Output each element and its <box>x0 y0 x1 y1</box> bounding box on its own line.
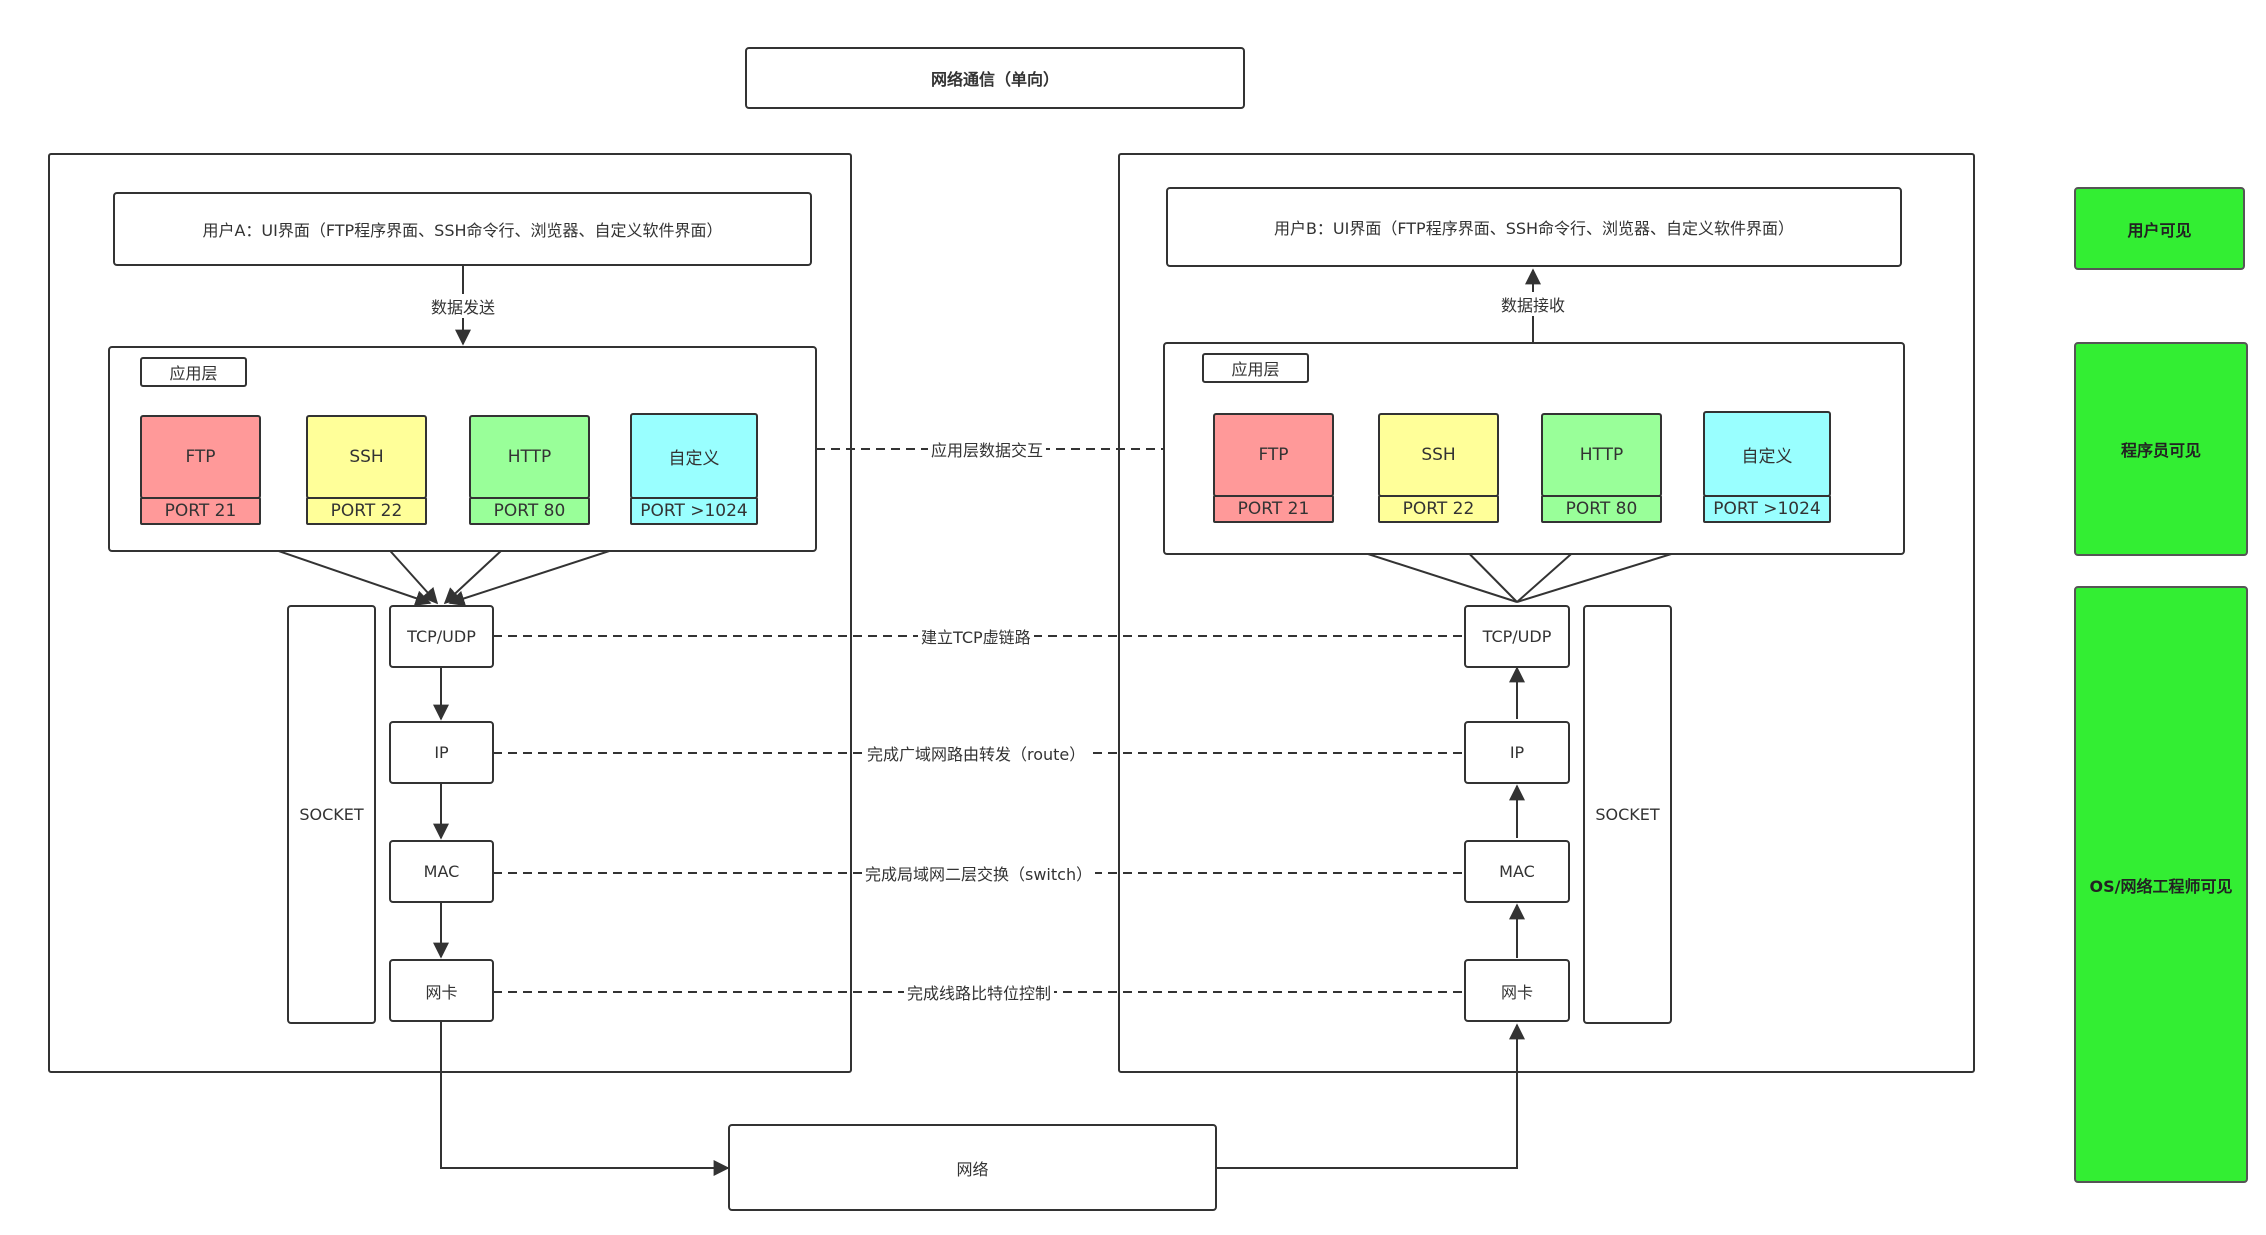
link-label-mac: 完成局域网二层交换（switch） <box>862 861 1096 885</box>
side-a-tcp-udp: TCP/UDP <box>389 605 494 668</box>
side-b-port-ssh: PORT 22 <box>1378 495 1499 523</box>
side-b-port-custom: PORT >1024 <box>1703 495 1831 523</box>
side-a-ip: IP <box>389 721 494 784</box>
side-a-port-ftp: PORT 21 <box>140 497 261 525</box>
side-a-port-custom: PORT >1024 <box>630 497 758 525</box>
side-a-port-http: PORT 80 <box>469 497 590 525</box>
side-b-protocol-ftp: FTP <box>1213 413 1334 497</box>
side-a-mac: MAC <box>389 840 494 903</box>
side-b-protocol-custom: 自定义 <box>1703 411 1831 497</box>
legend-os-network-engineer-visible: OS/网络工程师可见 <box>2074 586 2248 1183</box>
side-a-port-ssh: PORT 22 <box>306 497 427 525</box>
side-b-port-ftp: PORT 21 <box>1213 495 1334 523</box>
side-b-protocol-ssh: SSH <box>1378 413 1499 497</box>
link-label-nic: 完成线路比特位控制 <box>904 980 1055 1004</box>
side-b-ip: IP <box>1464 721 1570 784</box>
side-b-mac: MAC <box>1464 840 1570 903</box>
link-label-tcp: 建立TCP虚链路 <box>918 624 1034 648</box>
side-a-protocol-custom: 自定义 <box>630 413 758 499</box>
side-b-ui-box: 用户B：UI界面（FTP程序界面、SSH命令行、浏览器、自定义软件界面） <box>1166 187 1902 267</box>
side-a-panel <box>48 153 852 1073</box>
side-b-tcp-udp: TCP/UDP <box>1464 605 1570 668</box>
link-label-app: 应用层数据交互 <box>928 437 1047 461</box>
side-a-ui-box: 用户A：UI界面（FTP程序界面、SSH命令行、浏览器、自定义软件界面） <box>113 192 812 266</box>
side-b-panel <box>1118 153 1975 1073</box>
side-b-nic: 网卡 <box>1464 959 1570 1022</box>
side-a-protocol-ftp: FTP <box>140 415 261 499</box>
legend-user-visible: 用户可见 <box>2074 187 2245 270</box>
side-a-app-layer-tag: 应用层 <box>140 357 247 387</box>
side-a-socket: SOCKET <box>287 605 376 1024</box>
legend-programmer-visible: 程序员可见 <box>2074 342 2248 556</box>
side-b-protocol-http: HTTP <box>1541 413 1662 497</box>
side-a-nic: 网卡 <box>389 959 494 1022</box>
side-a-protocol-ssh: SSH <box>306 415 427 499</box>
side-b-port-http: PORT 80 <box>1541 495 1662 523</box>
side-b-flow-label: 数据接收 <box>1483 292 1583 316</box>
side-a-protocol-http: HTTP <box>469 415 590 499</box>
link-label-ip: 完成广域网路由转发（route） <box>864 741 1089 765</box>
network-box: 网络 <box>728 1124 1217 1211</box>
side-b-app-layer-tag: 应用层 <box>1202 353 1309 383</box>
side-b-socket: SOCKET <box>1583 605 1672 1024</box>
arrow-nic-a-to-network <box>440 1022 730 1176</box>
diagram-title: 网络通信（单向） <box>745 47 1245 109</box>
side-a-flow-label: 数据发送 <box>413 294 513 318</box>
